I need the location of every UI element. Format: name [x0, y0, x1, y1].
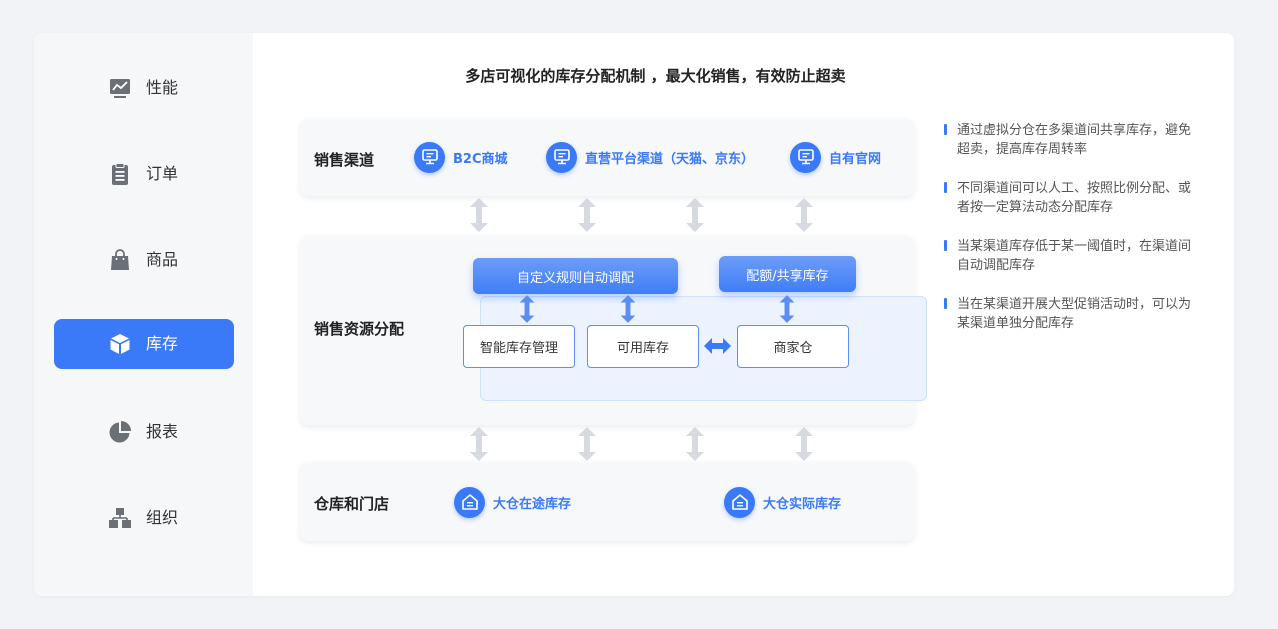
sidebar-item-label: 订单 — [146, 164, 179, 183]
merchant-warehouse-box: 商家仓 — [737, 325, 849, 368]
panel-title: 销售资源分配 — [314, 320, 405, 338]
channel-label: B2C商城 — [453, 151, 508, 167]
main-card: 性能 订单 — [34, 33, 1234, 596]
channel-direct-platform: 直营平台渠道（天猫、京东） — [546, 141, 754, 173]
feature-note-text: 当某渠道库存低于某一阈值时，在渠道间自动调配库存 — [957, 239, 1192, 273]
sidebar-item-label: 库存 — [146, 334, 179, 353]
channel-label: 直营平台渠道（天猫、京东） — [585, 151, 755, 167]
bidirectional-arrow-icon — [779, 295, 795, 323]
monitor-icon — [790, 141, 821, 173]
warehouses-panel: 仓库和门店 大仓在途库存 — [300, 462, 914, 541]
sidebar-item-orders[interactable]: 订单 — [54, 149, 234, 199]
smart-inventory-box: 智能库存管理 — [463, 325, 575, 368]
sidebar-item-label: 商品 — [146, 250, 179, 269]
sidebar-item-inventory[interactable]: 库存 — [54, 319, 234, 369]
feature-note: 当在某渠道开展大型促销活动时，可以为某渠道单独分配库存 — [944, 295, 1194, 333]
feature-note: 通过虚拟分仓在多渠道间共享库存，避免超卖，提高库存周转率 — [944, 121, 1194, 159]
panel-title: 销售渠道 — [314, 151, 375, 169]
warehouse-icon — [454, 486, 485, 518]
main-content: 多店可视化的库存分配机制 ，最大化销售，有效防止超卖 销售渠道 B2C商城 — [253, 33, 1234, 596]
feature-note-text: 不同渠道间可以人工、按照比例分配、或者按一定算法动态分配库存 — [957, 181, 1192, 215]
monitor-icon — [546, 141, 577, 173]
feature-note: 当某渠道库存低于某一阈值时，在渠道间自动调配库存 — [944, 237, 1194, 275]
auto-rule-badge: 自定义规则自动调配 — [473, 258, 678, 294]
sidebar-item-reports[interactable]: 报表 — [54, 407, 234, 457]
bidirectional-arrow-icon — [578, 198, 596, 232]
horizontal-bidirectional-arrow-icon — [704, 338, 731, 354]
shopping-bag-icon — [108, 248, 132, 272]
clipboard-icon — [108, 162, 132, 186]
sidebar-item-label: 报表 — [146, 422, 179, 441]
sidebar-item-label: 组织 — [146, 508, 179, 527]
bidirectional-arrow-icon — [620, 295, 636, 323]
bullet-marker — [944, 182, 947, 193]
warehouse-in-transit: 大仓在途库存 — [454, 486, 571, 518]
channel-label: 自有官网 — [829, 151, 882, 167]
bidirectional-arrow-icon — [795, 198, 813, 232]
monitor-icon — [414, 141, 445, 173]
bidirectional-arrow-icon — [795, 427, 813, 461]
bidirectional-arrow-icon — [470, 427, 488, 461]
sidebar-item-products[interactable]: 商品 — [54, 235, 234, 285]
bidirectional-arrow-icon — [686, 198, 704, 232]
org-tree-icon — [108, 506, 132, 530]
feature-notes: 通过虚拟分仓在多渠道间共享库存，避免超卖，提高库存周转率 不同渠道间可以人工、按… — [944, 121, 1194, 353]
warehouse-icon — [724, 486, 755, 518]
panel-title: 仓库和门店 — [314, 495, 390, 513]
bidirectional-arrow-icon — [470, 198, 488, 232]
channel-b2c-mall: B2C商城 — [414, 141, 508, 173]
pie-chart-icon — [108, 420, 132, 444]
channel-official-site: 自有官网 — [790, 141, 881, 173]
sales-channels-panel: 销售渠道 B2C商城 — [300, 119, 914, 196]
bullet-marker — [944, 240, 947, 251]
warehouse-label: 大仓在途库存 — [493, 496, 572, 512]
page-title: 多店可视化的库存分配机制 ，最大化销售，有效防止超卖 — [465, 67, 846, 85]
sidebar: 性能 订单 — [34, 33, 253, 596]
bidirectional-arrow-icon — [519, 295, 535, 323]
allocation-panel: 销售资源分配 自定义规则自动调配 配额/共享库存 智能库存管理 可用库存 商家仓 — [300, 236, 927, 425]
feature-note-text: 当在某渠道开展大型促销活动时，可以为某渠道单独分配库存 — [957, 297, 1192, 331]
performance-chart-icon — [108, 76, 132, 100]
bidirectional-arrow-icon — [578, 427, 596, 461]
available-inventory-box: 可用库存 — [587, 325, 699, 368]
sidebar-item-performance[interactable]: 性能 — [54, 63, 234, 113]
sidebar-item-organization[interactable]: 组织 — [54, 493, 234, 543]
quota-share-badge: 配额/共享库存 — [719, 256, 856, 292]
warehouse-label: 大仓实际库存 — [763, 496, 842, 512]
cube-icon — [108, 332, 132, 356]
bullet-marker — [944, 298, 947, 309]
bidirectional-arrow-icon — [686, 427, 704, 461]
warehouse-actual: 大仓实际库存 — [724, 486, 841, 518]
bullet-marker — [944, 124, 947, 135]
feature-note-text: 通过虚拟分仓在多渠道间共享库存，避免超卖，提高库存周转率 — [957, 123, 1192, 157]
sidebar-item-label: 性能 — [146, 78, 179, 97]
feature-note: 不同渠道间可以人工、按照比例分配、或者按一定算法动态分配库存 — [944, 179, 1194, 217]
